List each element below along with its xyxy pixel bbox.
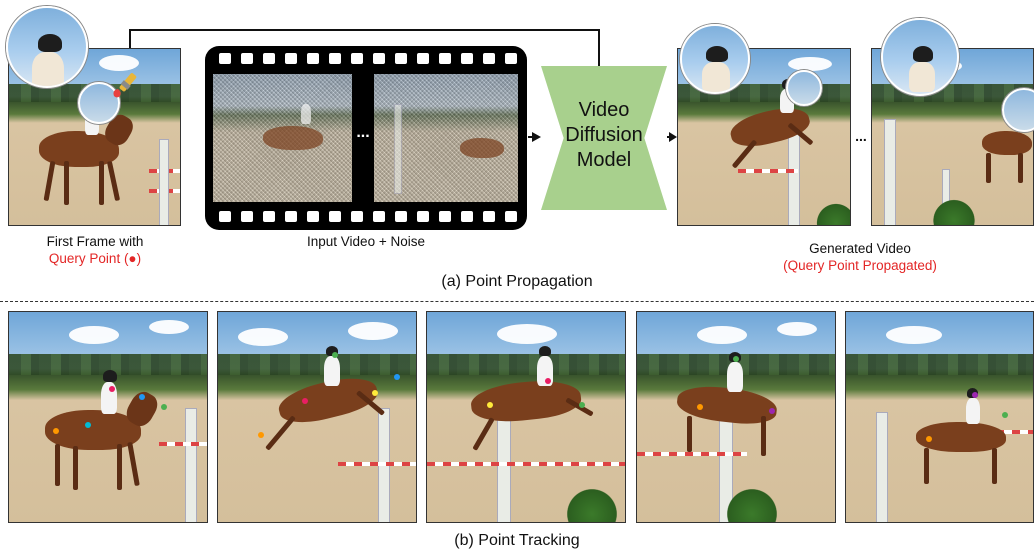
- generated-frame-n-zoom-inset: [881, 18, 959, 96]
- noisy-frame-n: [374, 74, 518, 202]
- generated-frame-n-small-circle: [1002, 88, 1034, 132]
- tracking-frame-5: [845, 311, 1034, 523]
- section-a-title: (a) Point Propagation: [441, 273, 593, 290]
- generated-ellipsis: ...: [855, 128, 867, 144]
- first-frame-caption: First Frame with Query Point (●): [0, 233, 190, 267]
- generated-video-caption: Generated Video (Query Point Propagated): [760, 240, 960, 274]
- tracking-frame-4: [636, 311, 836, 523]
- section-divider: [0, 301, 1034, 302]
- generated-video-subcaption: (Query Point Propagated): [783, 258, 937, 273]
- film-ellipsis: ...: [356, 124, 370, 141]
- tracking-frame-2: [217, 311, 417, 523]
- tracking-frame-3: [426, 311, 626, 523]
- generated-frame-1-zoom-inset: [680, 24, 750, 94]
- query-point-caption: Query Point (●): [48, 251, 142, 266]
- noisy-frame-1: [213, 74, 352, 202]
- noisy-input-film-strip: ...: [205, 46, 527, 230]
- paintbrush-icon: [113, 73, 137, 98]
- generated-frame-1-small-circle: [786, 70, 822, 106]
- input-video-caption: Input Video + Noise: [307, 234, 425, 249]
- first-frame-zoom-inset: [6, 6, 88, 88]
- section-b-title: (b) Point Tracking: [454, 532, 580, 549]
- first-frame-small-circle: [78, 82, 120, 124]
- tracking-frame-1: [8, 311, 208, 523]
- video-diffusion-model-label: Video Diffusion Model: [565, 99, 643, 171]
